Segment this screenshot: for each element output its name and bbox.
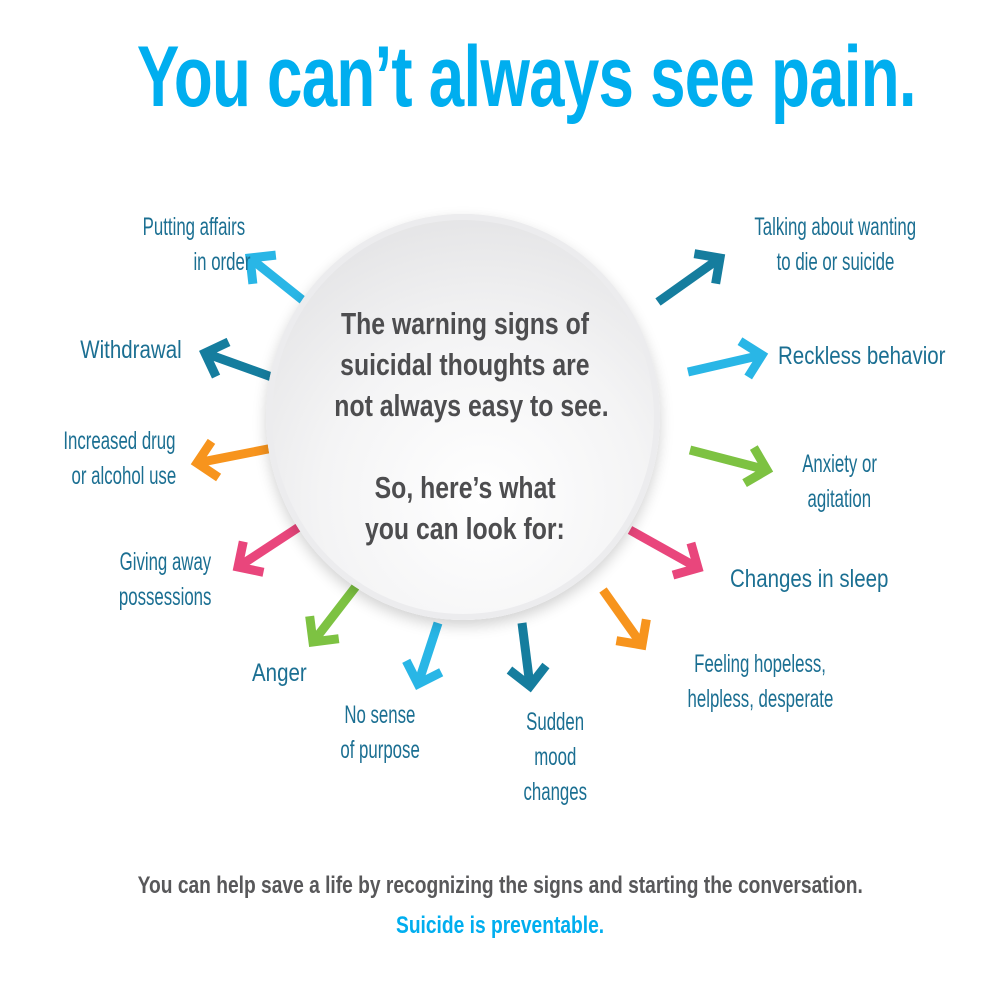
arrow-icon xyxy=(506,622,550,693)
arrow-icon xyxy=(599,587,651,651)
arrow-icon xyxy=(402,621,444,691)
arrow-icon xyxy=(688,445,774,488)
arrow-icon xyxy=(190,438,279,482)
arrow-icon xyxy=(305,582,361,648)
footer-message: You can help save a life by recognizing … xyxy=(137,872,863,899)
center-circle xyxy=(266,214,660,620)
arrow-icon xyxy=(686,337,769,380)
arrow-icon xyxy=(655,249,726,306)
arrow-icon xyxy=(232,521,305,577)
sign-sleep: Changes in sleep xyxy=(730,565,889,593)
arrow-icon xyxy=(199,337,282,385)
sign-reckless: Reckless behavior xyxy=(778,342,946,370)
center-intro: The warning signs of suicidal thoughts a… xyxy=(334,306,609,423)
sign-withdrawal: Withdrawal xyxy=(80,336,182,364)
arrow-icon xyxy=(627,526,704,580)
sign-anger: Anger xyxy=(252,659,307,687)
sign-hopeless: Feeling hopeless,helpless, desperate xyxy=(687,650,833,713)
headline: You can’t always see pain. xyxy=(136,29,917,125)
arrow-icon xyxy=(245,250,308,306)
footer-tagline: Suicide is preventable. xyxy=(395,912,605,939)
center-prompt: So, here’s what you can look for: xyxy=(365,470,565,546)
